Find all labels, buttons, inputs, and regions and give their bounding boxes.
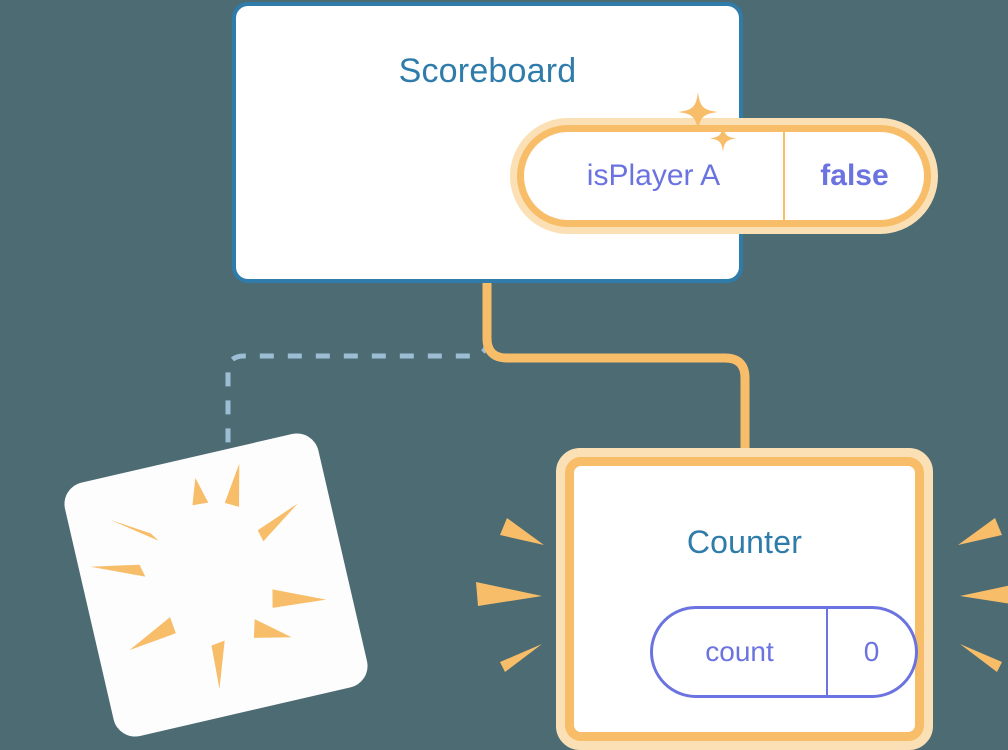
counter-burst-rays-right — [958, 518, 1008, 672]
counter-card-inner: Counter count 0 — [565, 457, 924, 741]
counter-card[interactable]: Counter count 0 — [556, 448, 933, 750]
counter-state-key: count — [705, 636, 774, 667]
burst-ray — [500, 644, 542, 672]
burst-ray — [960, 644, 1002, 672]
scoreboard-state-value: false — [783, 132, 924, 220]
scoreboard-card-title: Scoreboard — [398, 52, 577, 90]
burst-ray — [960, 585, 1008, 604]
burst-ray — [476, 582, 542, 606]
flash-card[interactable] — [60, 429, 372, 741]
scoreboard-state-pill-inner: isPlayer A false — [517, 125, 931, 227]
scoreboard-state-pill[interactable]: isPlayer A false — [510, 118, 938, 234]
counter-state-pill[interactable]: count 0 — [650, 606, 918, 698]
counter-state-value: 0 — [826, 609, 915, 695]
scoreboard-card[interactable]: Scoreboard isPlayer A false — [232, 2, 938, 283]
edge-scoreboard-to-counter — [482, 282, 750, 456]
burst-ray — [958, 518, 1002, 545]
burst-ray — [500, 518, 544, 545]
counter-card-title: Counter — [686, 524, 803, 560]
edge-scoreboard-to-flash-card — [225, 283, 490, 462]
scoreboard-state-key: isPlayer A — [586, 159, 721, 192]
